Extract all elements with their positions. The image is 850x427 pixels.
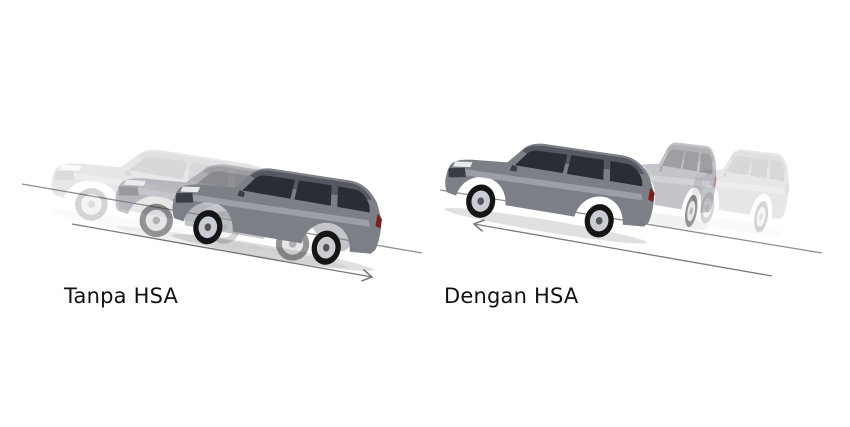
caption-tanpa-hsa: Tanpa HSA [64,284,179,308]
caption-dengan-hsa: Dengan HSA [444,284,579,308]
car-icon [439,127,661,249]
arrow-left-icon [474,224,773,277]
left-panel [21,131,423,277]
right-panel [439,127,823,277]
